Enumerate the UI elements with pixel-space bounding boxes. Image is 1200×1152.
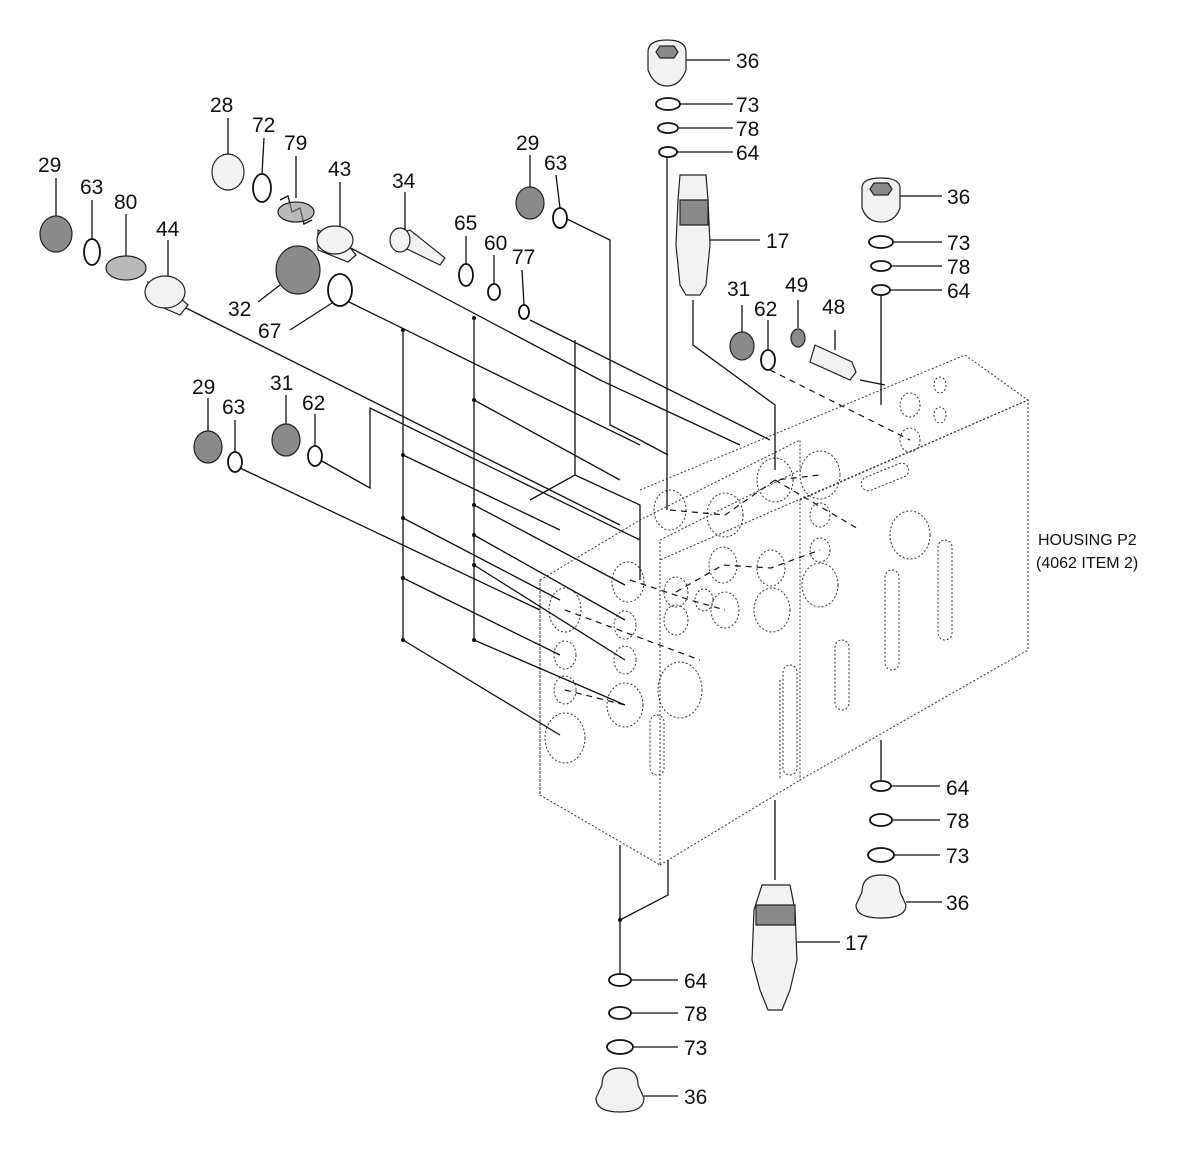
callout-62-low: 62 — [302, 392, 325, 415]
callout-78-bottom-right: 78 — [946, 810, 969, 833]
backup-ring-78-bottom-icon — [608, 1006, 632, 1020]
plug-28-icon — [211, 153, 245, 191]
callout-48: 48 — [822, 296, 845, 319]
callout-36-bottom-right: 36 — [946, 892, 969, 915]
callout-65: 65 — [454, 212, 477, 235]
callout-64-right: 64 — [947, 280, 971, 303]
o-ring-60-icon — [487, 283, 501, 301]
o-ring-63-mid-icon — [552, 207, 568, 229]
plunger-48-icon — [809, 330, 857, 381]
plug-29-mid-icon — [515, 155, 545, 220]
callout-36-top: 36 — [736, 50, 759, 73]
o-ring-64-bottom-icon — [608, 973, 632, 987]
housing-label-line2: (4062 ITEM 2) — [1036, 555, 1138, 572]
callout-67: 67 — [258, 320, 281, 343]
callout-36-right: 36 — [947, 186, 970, 209]
callout-31-low: 31 — [270, 372, 293, 395]
callout-43: 43 — [328, 158, 351, 181]
callout-29-left: 29 — [38, 154, 61, 177]
plug-36-br-icon — [855, 874, 942, 919]
o-ring-67-icon — [327, 273, 353, 307]
callout-60: 60 — [484, 232, 507, 255]
callout-78-right: 78 — [947, 256, 970, 279]
callout-64-bottom-right: 64 — [946, 777, 970, 800]
o-ring-65-icon — [458, 263, 474, 287]
callout-78-bottom: 78 — [684, 1003, 707, 1026]
backup-ring-78-br-icon — [869, 813, 893, 827]
filter-49-icon — [790, 328, 806, 348]
callout-63-left: 63 — [80, 176, 103, 199]
spring-79-icon — [277, 156, 315, 225]
callout-17-bottom: 17 — [845, 932, 868, 955]
plug-36-top-icon — [647, 39, 730, 87]
callout-29-mid: 29 — [516, 132, 539, 155]
callout-31-right: 31 — [727, 278, 750, 301]
backup-ring-78-right-icon — [870, 260, 892, 272]
callout-79: 79 — [284, 132, 307, 155]
o-ring-62-low-icon — [307, 445, 323, 467]
callout-28: 28 — [210, 94, 233, 117]
o-ring-72-icon — [252, 173, 272, 203]
o-ring-73-bottom-icon — [606, 1039, 634, 1055]
callout-72: 72 — [252, 114, 275, 137]
callout-29-low: 29 — [192, 376, 215, 399]
spool-43-icon — [316, 182, 357, 263]
callout-49: 49 — [785, 274, 808, 297]
plug-29-low-icon — [193, 430, 223, 464]
o-ring-73-br-icon — [867, 847, 895, 863]
callout-36-bottom: 36 — [684, 1086, 707, 1109]
callout-73-top: 73 — [736, 94, 759, 117]
spring-80-icon — [105, 214, 147, 281]
o-ring-64-right-icon — [871, 284, 891, 296]
plug-36-right-icon — [861, 177, 942, 223]
o-ring-64-top-icon — [658, 146, 678, 158]
plug-36-bottom-icon — [595, 1067, 678, 1113]
callout-labels: 36 73 78 64 17 36 73 78 64 31 62 49 48 2… — [38, 50, 1138, 1109]
callout-78-top: 78 — [736, 118, 759, 141]
callout-32: 32 — [228, 298, 251, 321]
check-poppet-34-icon — [389, 192, 446, 266]
o-ring-62-right-icon — [760, 349, 776, 371]
callout-17-top: 17 — [766, 230, 789, 253]
callout-73-right: 73 — [947, 232, 970, 255]
relief-valve-17-top-icon — [675, 174, 760, 296]
backup-ring-78-top-icon — [657, 122, 679, 134]
plug-31-right-icon — [729, 305, 755, 361]
o-ring-63-low-icon — [227, 451, 243, 473]
assembly-lines — [179, 155, 911, 975]
spool-44-icon — [144, 240, 189, 316]
callout-77: 77 — [512, 246, 535, 269]
o-ring-63-left-icon — [83, 238, 101, 266]
plug-31-low-icon — [271, 423, 301, 457]
ring-77-icon — [518, 304, 530, 320]
housing-label-line1: HOUSING P2 — [1038, 532, 1137, 549]
o-ring-73-top-icon — [655, 97, 681, 111]
callout-73-bottom-right: 73 — [946, 845, 969, 868]
callout-63-low: 63 — [222, 396, 245, 419]
callout-64-top: 64 — [736, 142, 760, 165]
relief-valve-17-bottom-icon — [751, 884, 840, 1011]
callout-34: 34 — [392, 170, 416, 193]
callout-62-right: 62 — [754, 298, 777, 321]
callout-44: 44 — [156, 218, 180, 241]
plug-29-left-icon — [39, 215, 73, 253]
callout-80: 80 — [114, 191, 137, 214]
callout-64-bottom: 64 — [684, 970, 708, 993]
callout-73-bottom: 73 — [684, 1037, 707, 1060]
o-ring-73-right-icon — [868, 235, 894, 249]
callout-63-mid: 63 — [544, 152, 567, 175]
plug-32-icon — [257, 245, 321, 303]
o-ring-64-br-icon — [870, 780, 892, 792]
